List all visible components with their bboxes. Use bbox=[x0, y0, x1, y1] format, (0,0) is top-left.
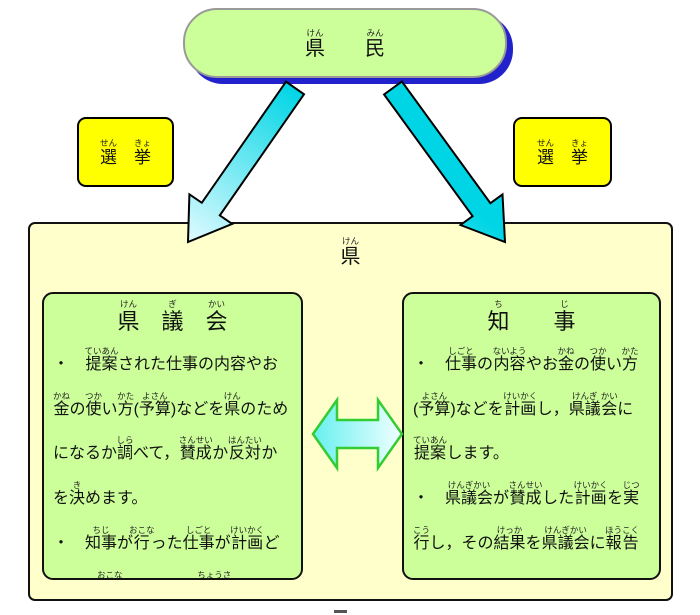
page-number-mark bbox=[334, 610, 347, 613]
kenmin-label: 県けん 民みん bbox=[305, 27, 385, 60]
assembly-title: 県けん 議ぎ 会かい bbox=[117, 299, 228, 334]
governor-title: 知ち 事じ bbox=[487, 299, 576, 334]
assembly-bullet-1: ・ 提案ていあんされた仕事の内容やお金かねの使つかい方かた(予算よさん)などを県… bbox=[53, 345, 289, 508]
election-box-left: 選せん 挙きょ bbox=[77, 117, 174, 187]
assembly-box: 県けん 議ぎ 会かい ・ 提案ていあんされた仕事の内容やお金かねの使つかい方かた… bbox=[42, 292, 303, 580]
assembly-bullet-2: ・ 知事ちじが行おこなった仕事しごとが計画けいかくどおりに行おこなわれたかを調査… bbox=[53, 524, 280, 580]
governor-bullet-1: ・ 仕事しごとの内容ないようやお金かねの使つかい方かた(予算よさん)などを計画け… bbox=[413, 345, 639, 463]
election-label-right: 選せん 挙きょ bbox=[536, 138, 588, 167]
kenmin-node: 県けん 民みん bbox=[183, 8, 507, 78]
governor-bullet-2: ・ 県議会けんぎかいが賛成さんせいした計画けいかくを実じつ行こうし，その結果けっ… bbox=[413, 480, 640, 552]
prefecture-label: 県けん bbox=[340, 236, 361, 268]
governor-box: 知ち 事じ ・ 仕事しごとの内容ないようやお金かねの使つかい方かた(予算よさん)… bbox=[402, 292, 661, 580]
election-label-left: 選せん 挙きょ bbox=[99, 138, 151, 167]
election-box-right: 選せん 挙きょ bbox=[513, 117, 612, 187]
arrow-down-right-icon bbox=[382, 80, 507, 244]
arrow-down-left-icon bbox=[186, 80, 306, 244]
